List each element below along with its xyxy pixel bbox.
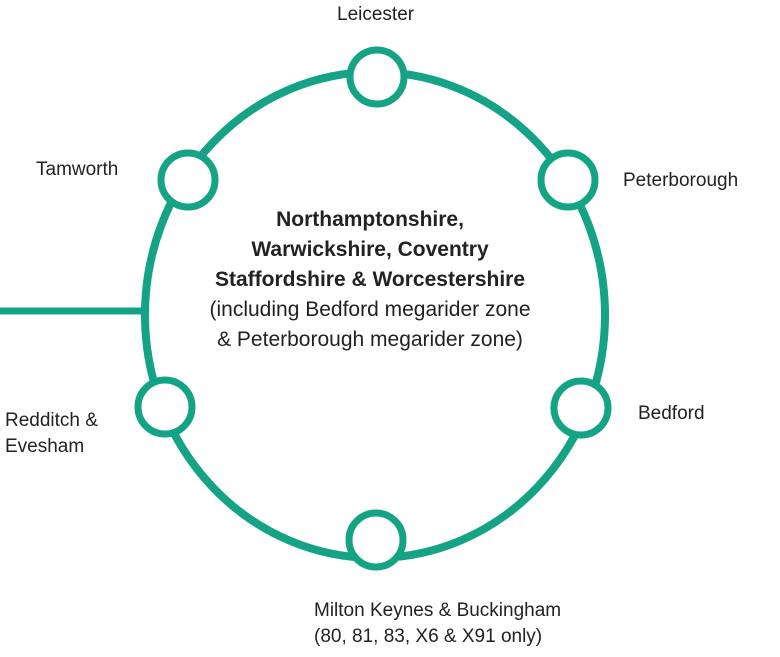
station-tamworth[interactable] xyxy=(157,149,219,211)
label-leicester: Leicester xyxy=(337,4,415,25)
label-bedford: Bedford xyxy=(638,403,705,424)
zone-note-line2: & Peterborough megarider zone) xyxy=(217,328,523,351)
station-bedford[interactable] xyxy=(550,377,612,439)
zone-title-line1: Northamptonshire, xyxy=(276,208,464,231)
zone-title-line2: Warwickshire, Coventry xyxy=(251,238,489,261)
label-tamworth: Tamworth xyxy=(36,159,119,180)
label-milton-keynes-line2: (80, 81, 83, X6 & X91 only) xyxy=(314,626,543,647)
label-redditch-line1: Redditch & xyxy=(5,410,98,431)
station-milton-keynes[interactable] xyxy=(345,509,407,571)
zone-description: Northamptonshire, Warwickshire, Coventry… xyxy=(150,205,590,355)
station-leicester[interactable] xyxy=(346,46,408,108)
zone-title-line3: Staffordshire & Worcestershire xyxy=(214,268,526,291)
zone-note-line1: (including Bedford megarider zone xyxy=(209,298,531,321)
station-redditch-evesham[interactable] xyxy=(134,376,196,438)
label-peterborough: Peterborough xyxy=(623,170,739,191)
station-peterborough[interactable] xyxy=(537,149,599,211)
label-redditch-line2: Evesham xyxy=(5,436,85,457)
label-milton-keynes-line1: Milton Keynes & Buckingham xyxy=(314,600,562,621)
